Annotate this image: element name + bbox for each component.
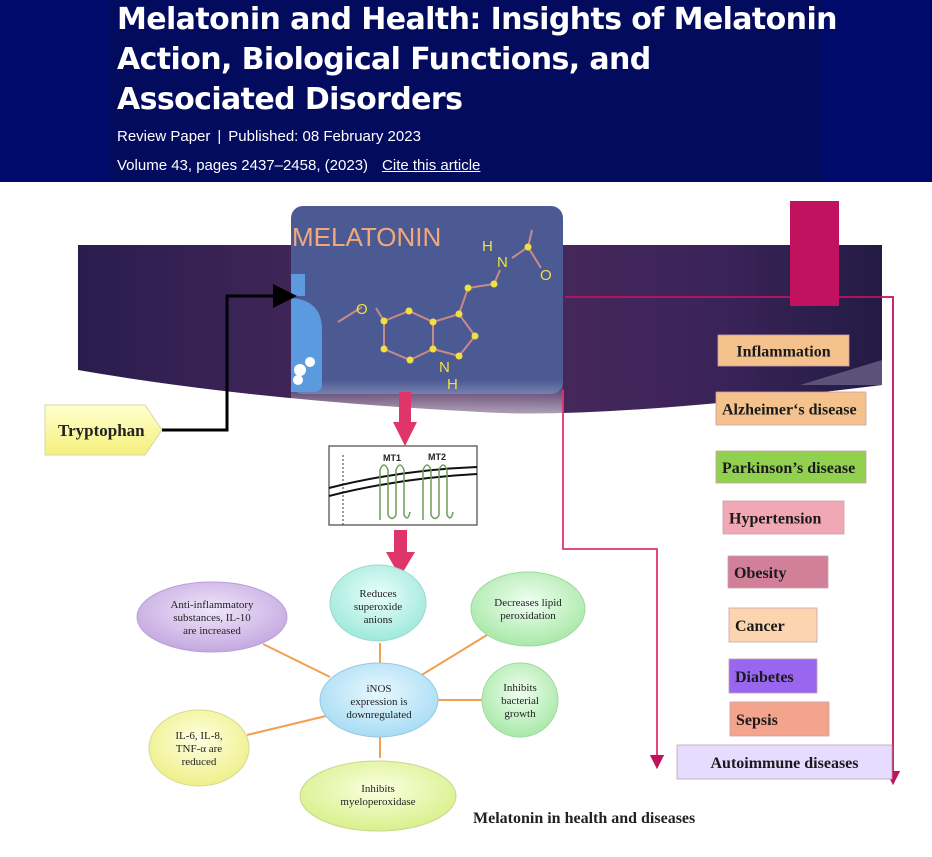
disease-box: Autoimmune diseases [676,744,893,780]
disease-label: Obesity [734,565,786,582]
atom-o-methoxy: O [356,301,368,318]
connector-to-autoimmune [562,390,665,770]
disease-box: Parkinson’s disease [715,450,867,484]
article-header: Melatonin and Health: Insights of Melato… [0,0,932,182]
published-date: Published: 08 February 2023 [228,128,421,145]
article-title: Melatonin and Health: Insights of Melato… [117,2,837,117]
disease-box: Alzheimer‘s disease [715,391,867,426]
disease-box: Inflammation [717,334,850,367]
disease-label: Cancer [735,618,785,635]
atom-h-top: H [482,238,493,255]
melatonin-molecule-diagram [337,229,542,362]
disease-label: Sepsis [736,712,778,729]
article-meta: Review Paper | Published: 08 February 2023 [117,127,421,147]
magenta-marker-box [790,201,839,306]
pill-bottle-icon [291,274,322,392]
atom-n-top: N [497,254,508,271]
atom-o-carbonyl: O [540,267,552,284]
banner-highlight [800,360,882,385]
disease-label: Inflammation [736,344,830,361]
figure-melatonin-health: MELATONIN H N O O N H [0,182,932,852]
melatonin-label: MELATONIN [292,222,441,252]
tryptophan-label: Tryptophan [58,421,145,440]
disease-label: Alzheimer‘s disease [722,402,857,419]
tryptophan-arrow [162,284,297,432]
article-type: Review Paper [117,128,211,145]
disease-label: Autoimmune diseases [710,755,858,772]
connector-to-diseases [565,296,901,786]
down-arrow-1 [393,392,417,446]
header-panel [110,0,822,182]
melatonin-card: MELATONIN H N O O N H [291,206,563,440]
receptor-mt2: MT2 [428,452,446,462]
receptor-diagram: MT1 MT2 [328,445,478,526]
disease-box: Diabetes [728,658,818,694]
tryptophan-box: Tryptophan [44,404,163,456]
disease-box: Obesity [727,555,829,589]
cite-article-link[interactable]: Cite this article [382,157,481,174]
disease-label: Parkinson’s disease [722,460,855,477]
volume-pages: Volume 43, pages 2437–2458, (2023) [117,157,369,174]
meta-separator: | [217,128,222,145]
atom-n-ring: N [439,359,450,376]
disease-label: Diabetes [735,669,794,686]
disease-label: Hypertension [729,511,822,528]
disease-box: Cancer [728,607,818,643]
citation-line: Volume 43, pages 2437–2458, (2023) Cite t… [117,156,480,176]
figure-caption: Melatonin in health and diseases [473,810,695,827]
atom-h-ring: H [447,376,458,393]
figure-canvas: MELATONIN H N O O N H [44,201,901,832]
effect-connectors [246,634,488,758]
disease-box: Sepsis [729,701,830,737]
receptor-mt1: MT1 [383,453,401,463]
down-arrow-2 [386,530,415,577]
disease-box: Hypertension [722,500,845,535]
molecule-atoms [380,243,532,364]
